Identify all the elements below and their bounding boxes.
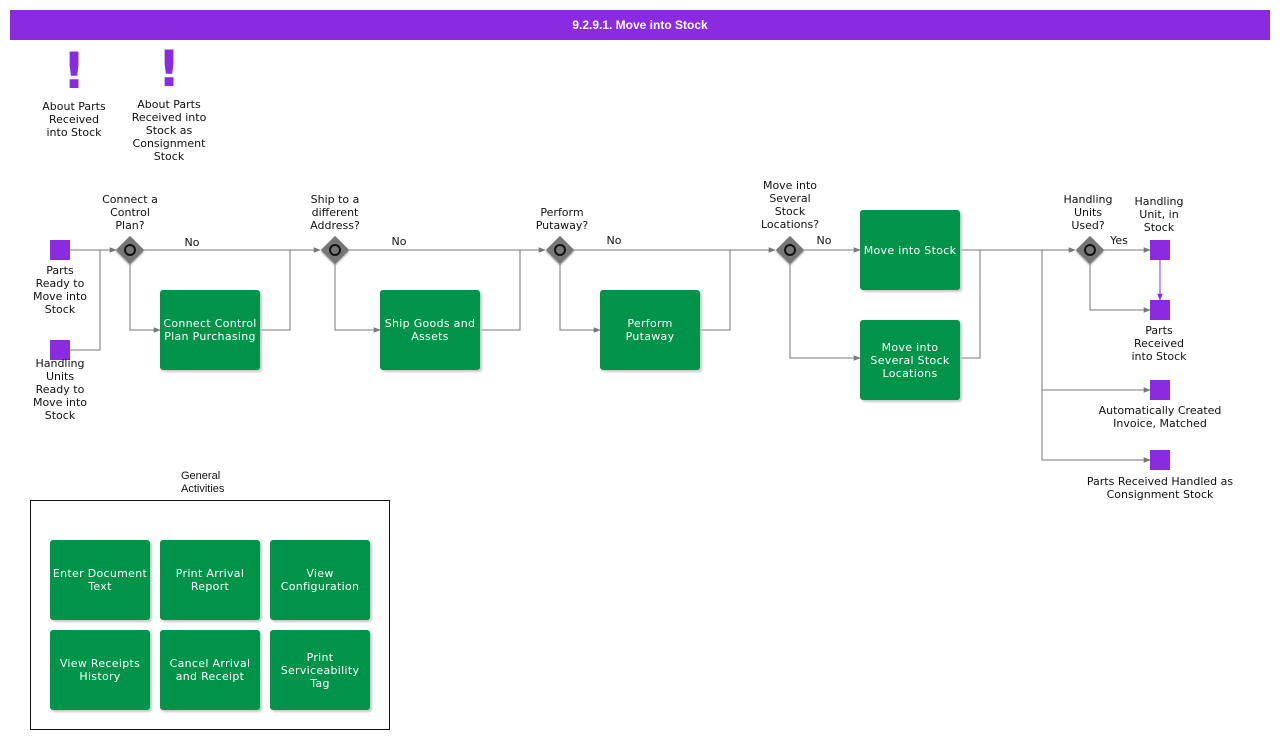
branch-label: No [816,234,832,247]
activity-cancel-arrival-receipt[interactable]: Cancel Arrival and Receipt [160,630,260,710]
gateway-marker-icon [554,244,566,256]
end-event[interactable] [1150,450,1170,470]
end-event[interactable] [1150,240,1170,260]
branch-label: No [391,235,407,248]
end-event[interactable] [1150,380,1170,400]
branch-label: Yes [1110,234,1128,247]
diagram-title: 9.2.9.1. Move into Stock [10,10,1270,40]
end-event-label: Parts Received into Stock [1131,324,1187,363]
note-label: About Parts Received into Stock [42,100,106,139]
branch-label: No [606,234,622,247]
end-event[interactable] [1150,300,1170,320]
start-event-label: Handling Units Ready to Move into Stock [32,357,88,422]
task-ship-goods[interactable]: Ship Goods and Assets [380,290,480,370]
note-label: About Parts Received into Stock as Consi… [131,98,207,163]
gateway-question: Connect a Control Plan? [102,193,158,232]
activity-view-receipts-history[interactable]: View Receipts History [50,630,150,710]
gateway-question: Ship to a different Address? [310,193,360,232]
flow-line [480,250,521,331]
gateway-marker-icon [784,244,796,256]
flow-line [559,264,601,333]
end-event-label: Automatically Created Invoice, Matched [1098,404,1222,430]
flow-line [70,250,101,351]
flow-line [700,250,731,331]
flow-line [1041,390,1151,463]
flow-line [1089,264,1151,313]
task-connect-control-plan[interactable]: Connect Control Plan Purchasing [160,290,260,370]
task-move-into-stock[interactable]: Move into Stock [860,210,960,290]
task-perform-putaway[interactable]: Perform Putaway [600,290,700,370]
flow-line [260,250,291,331]
note-exclamation-icon[interactable]: ! [62,42,86,100]
gateway-marker-icon [124,244,136,256]
note-exclamation-icon[interactable]: ! [157,40,181,98]
flow-line [1041,250,1151,393]
flow-line [789,264,861,361]
gateway-question: Move into Several Stock Locations? [760,179,820,231]
end-event-label: Parts Received Handled as Consignment St… [1086,475,1234,501]
gateway-question: Handling Units Used? [1063,193,1113,232]
start-event-label: Parts Ready to Move into Stock [32,264,88,316]
end-event-label: Handling Unit, in Stock [1134,195,1184,234]
flow-line [960,250,981,359]
activity-print-arrival-report[interactable]: Print Arrival Report [160,540,260,620]
activity-enter-document-text[interactable]: Enter Document Text [50,540,150,620]
activity-view-configuration[interactable]: View Configuration [270,540,370,620]
group-label: General Activities [181,470,225,495]
gateway-marker-icon [329,244,341,256]
start-event[interactable] [50,340,70,360]
gateway-question: Perform Putaway? [535,206,589,232]
general-activities-group [30,500,390,730]
gateway-marker-icon [1084,244,1096,256]
branch-label: No [184,236,200,249]
flow-line [334,264,381,333]
activity-print-serviceability-tag[interactable]: Print Serviceability Tag [270,630,370,710]
task-move-several-locations[interactable]: Move into Several Stock Locations [860,320,960,400]
flow-line [129,264,161,333]
start-event[interactable] [50,240,70,260]
